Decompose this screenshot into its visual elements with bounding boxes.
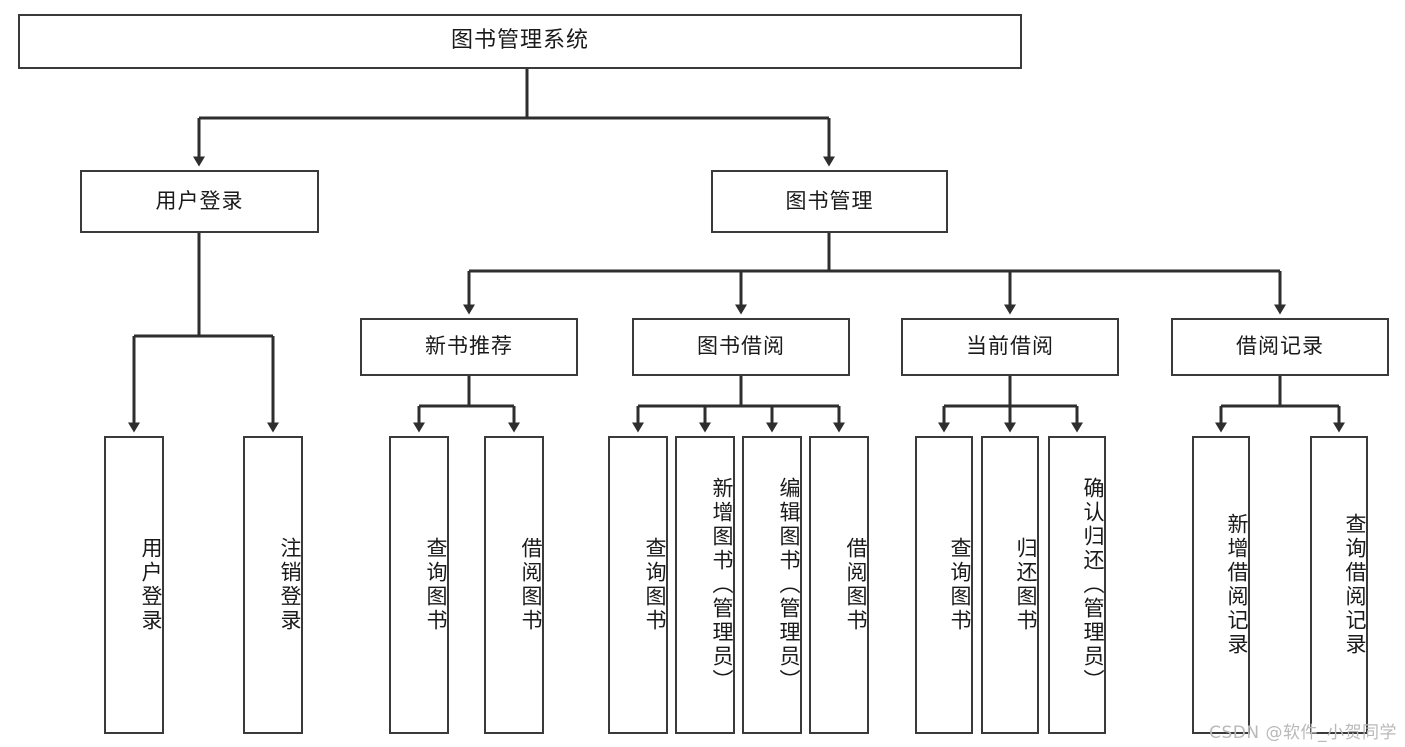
node-label: 查询图书: [424, 537, 448, 633]
node-label: 查询图书: [643, 537, 667, 633]
node-label: 确认归还（管理员）: [1081, 477, 1105, 693]
node-root-book-management-system[interactable]: 图书管理系统: [18, 14, 1022, 69]
node-current-borrowing[interactable]: 当前借阅: [901, 318, 1119, 376]
node-leaf-query-book-current[interactable]: 查询图书: [915, 436, 973, 734]
node-label: 新增图书（管理员）: [710, 477, 734, 693]
node-label: 编辑图书（管理员）: [777, 477, 801, 693]
node-label: 新增借阅记录: [1225, 513, 1249, 657]
node-book-borrowing[interactable]: 图书借阅: [632, 318, 850, 376]
node-label: 借阅记录: [1236, 334, 1324, 359]
node-label: 注销登录: [278, 537, 302, 633]
node-leaf-borrow-book[interactable]: 借阅图书: [809, 436, 869, 734]
node-user-login[interactable]: 用户登录: [80, 170, 319, 233]
node-leaf-query-book-recommend[interactable]: 查询图书: [389, 436, 449, 734]
node-leaf-confirm-return-admin[interactable]: 确认归还（管理员）: [1048, 436, 1106, 734]
node-label: 借阅图书: [844, 537, 868, 633]
node-leaf-edit-book-admin[interactable]: 编辑图书（管理员）: [742, 436, 802, 734]
node-label: 图书管理: [785, 188, 874, 213]
node-label: 借阅图书: [519, 537, 543, 633]
node-label: 归还图书: [1014, 537, 1038, 633]
node-leaf-query-book-borrow[interactable]: 查询图书: [608, 436, 668, 734]
node-label: 用户登录: [155, 188, 244, 213]
node-label: 查询图书: [948, 537, 972, 633]
node-borrowing-record[interactable]: 借阅记录: [1171, 318, 1389, 376]
node-leaf-add-borrow-record[interactable]: 新增借阅记录: [1192, 436, 1250, 734]
node-label: 新书推荐: [425, 334, 513, 359]
node-label: 用户登录: [139, 537, 163, 633]
node-leaf-borrow-book-recommend[interactable]: 借阅图书: [484, 436, 544, 734]
node-leaf-logout[interactable]: 注销登录: [243, 436, 303, 734]
node-leaf-user-login[interactable]: 用户登录: [104, 436, 164, 734]
node-label: 查询借阅记录: [1343, 513, 1367, 657]
node-label: 图书借阅: [697, 334, 785, 359]
node-leaf-return-book[interactable]: 归还图书: [981, 436, 1039, 734]
node-leaf-query-borrow-record[interactable]: 查询借阅记录: [1310, 436, 1368, 734]
node-label: 图书管理系统: [450, 28, 589, 54]
watermark-text: CSDN @软件_小贺同学: [1209, 723, 1397, 743]
node-book-management[interactable]: 图书管理: [711, 170, 948, 233]
node-label: 当前借阅: [966, 334, 1054, 359]
node-new-book-recommendation[interactable]: 新书推荐: [360, 318, 578, 376]
node-leaf-add-book-admin[interactable]: 新增图书（管理员）: [675, 436, 735, 734]
